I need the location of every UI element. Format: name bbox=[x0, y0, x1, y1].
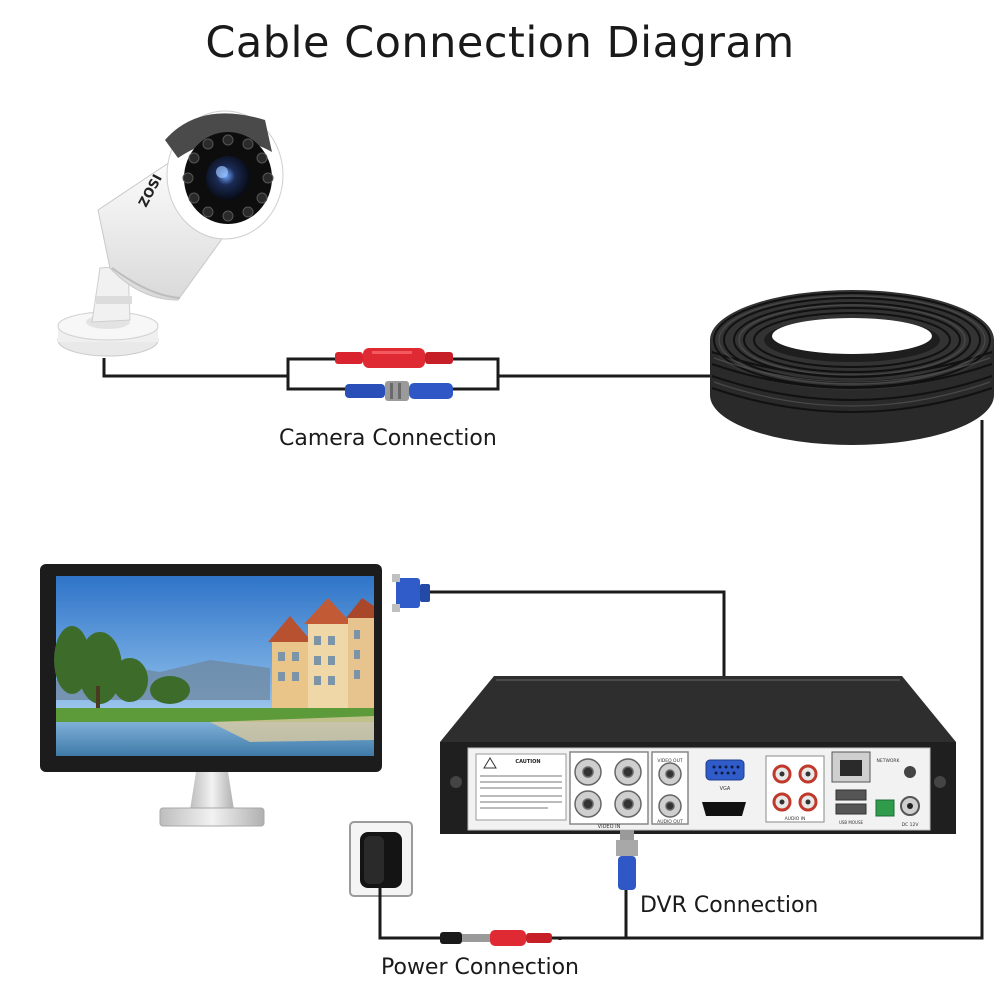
caution-sticker: CAUTION bbox=[475, 753, 567, 821]
monitor bbox=[40, 564, 382, 827]
caution-heading: CAUTION bbox=[515, 759, 540, 765]
hdmi-port bbox=[702, 802, 746, 816]
monitor-buildings bbox=[268, 598, 374, 716]
video-out-label: VIDEO OUT bbox=[657, 758, 683, 764]
audio-in-label: AUDIO IN bbox=[785, 816, 806, 822]
power-inputs bbox=[875, 766, 920, 817]
bnc-video-inputs bbox=[569, 751, 649, 825]
network-usb-ports bbox=[831, 751, 871, 815]
power-connection-label: Power Connection bbox=[381, 955, 579, 980]
usb-label: USB MOUSE bbox=[839, 820, 864, 825]
vga-label: VGA bbox=[720, 786, 731, 792]
camera-connection-label: Camera Connection bbox=[279, 426, 497, 451]
dvr-recorder: CAUTION VIDEO IN bbox=[440, 676, 956, 834]
security-camera: ZOSI bbox=[57, 110, 284, 357]
power-connector bbox=[440, 930, 626, 946]
video-in-label: VIDEO IN bbox=[598, 824, 621, 830]
audio-in-ports bbox=[765, 755, 825, 823]
network-label: NETWORK bbox=[876, 758, 900, 764]
dvr-video-connector bbox=[616, 830, 638, 890]
power-adapter bbox=[349, 821, 440, 940]
camera-power-connector bbox=[335, 348, 453, 368]
vga-port bbox=[705, 759, 745, 781]
dc-label: DC 12V bbox=[902, 822, 920, 828]
dvr-connection-label: DVR Connection bbox=[640, 893, 819, 918]
cable-coil bbox=[710, 290, 994, 445]
diagram-title: Cable Connection Diagram bbox=[205, 18, 795, 68]
video-audio-out bbox=[651, 751, 689, 825]
audio-out-label: AUDIO OUT bbox=[657, 819, 683, 825]
camera-video-connector bbox=[345, 381, 453, 401]
